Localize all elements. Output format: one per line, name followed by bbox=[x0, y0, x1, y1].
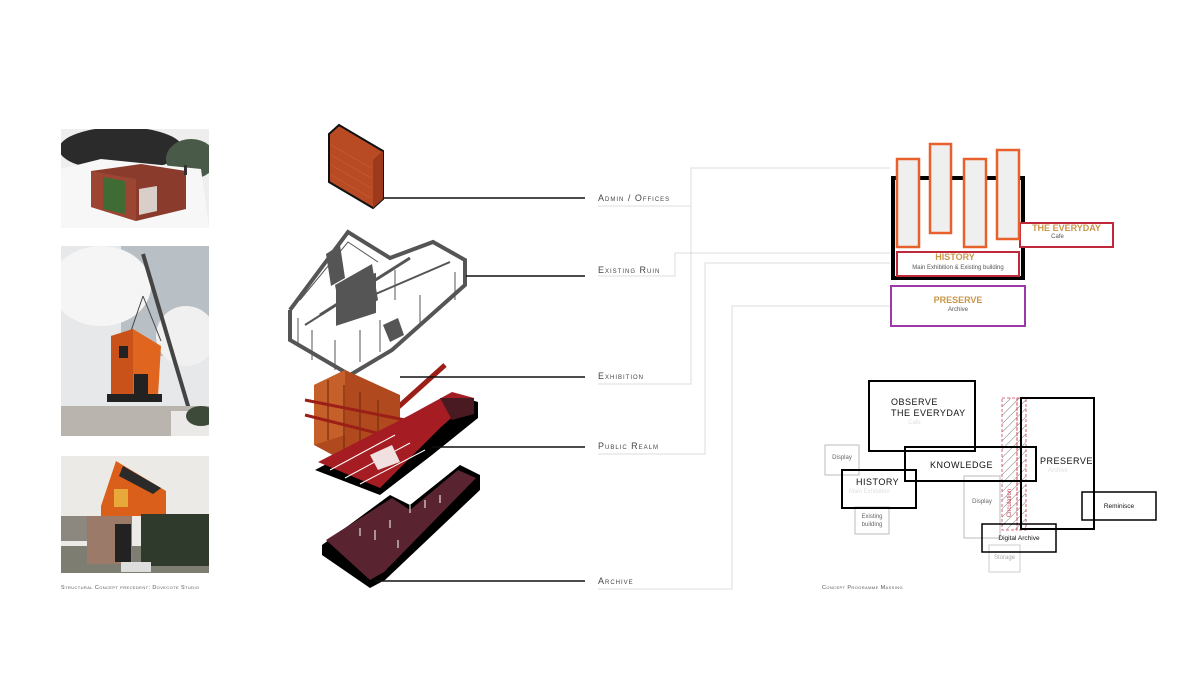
everyday-sub: Cafe bbox=[1051, 234, 1064, 240]
finished-studio-illustration bbox=[61, 456, 209, 573]
everyday-title: THE EVERYDAY bbox=[1032, 223, 1101, 233]
reminisce-label: Reminisce bbox=[1103, 503, 1135, 510]
label-exhibition: Exhibition bbox=[598, 371, 645, 381]
existing-ruin-structure bbox=[288, 229, 467, 378]
observe-sub: Cafe bbox=[908, 420, 921, 426]
label-admin-offices: Admin / Offices bbox=[598, 193, 671, 203]
brick-ruin-illustration bbox=[61, 129, 209, 228]
knowledge-title: KNOWLEDGE bbox=[930, 460, 994, 470]
history-sub: Main Exhibition & Existing building bbox=[912, 265, 1004, 271]
crane-lift-illustration bbox=[61, 246, 209, 436]
preserve-sub: Archive bbox=[947, 307, 968, 313]
connector-lines bbox=[598, 167, 890, 590]
preserve-massing-sub: Archive bbox=[1048, 468, 1069, 474]
finished-studio-photo bbox=[61, 456, 209, 573]
leader-lines bbox=[375, 197, 585, 582]
existing-building-label-1: Existing bbox=[861, 514, 883, 520]
label-archive: Archive bbox=[598, 576, 634, 586]
storage-label: Storage bbox=[993, 555, 1015, 561]
label-existing-ruin: Existing Ruin bbox=[598, 265, 661, 275]
observe-title-1: OBSERVE bbox=[891, 397, 938, 407]
display-left-label: Display bbox=[832, 455, 852, 461]
history-massing-title: HISTORY bbox=[856, 477, 900, 487]
programme-diagram bbox=[890, 142, 1114, 327]
label-public-realm: Public Realm bbox=[598, 441, 660, 451]
existing-building-label-2: building bbox=[861, 522, 883, 528]
preserve-massing-title: PRESERVE bbox=[1040, 456, 1093, 466]
public-realm-plate bbox=[315, 392, 478, 495]
digital-archive-label: Digital Archive bbox=[998, 535, 1040, 542]
display-mid-label: Display bbox=[972, 499, 992, 505]
massing-caption: Concept Programme Massing bbox=[822, 585, 904, 591]
circulation-label: Circulation bbox=[1007, 488, 1013, 518]
observe-title-2: THE EVERYDAY bbox=[891, 408, 966, 418]
brick-ruin-photo bbox=[61, 129, 209, 228]
admin-block bbox=[328, 123, 384, 210]
archive-plate bbox=[322, 465, 480, 588]
photos-caption: Structural Concept precedent: Dovecote S… bbox=[61, 585, 200, 591]
history-massing-sub: Main Exhibition bbox=[849, 489, 890, 495]
massing-diagram bbox=[824, 380, 1157, 573]
crane-lift-photo bbox=[61, 246, 209, 436]
preserve-title: PRESERVE bbox=[933, 295, 983, 305]
history-title: HISTORY bbox=[935, 252, 975, 262]
